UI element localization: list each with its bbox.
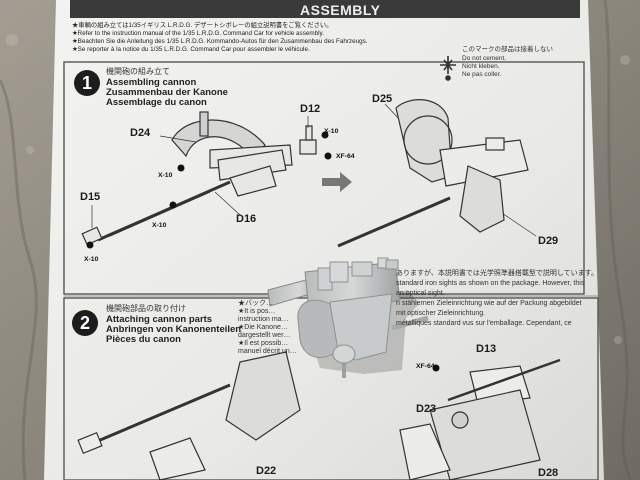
part-label-d29: D29 [538, 235, 559, 247]
part-label-d22: D22 [256, 465, 277, 477]
part-label-d15: D15 [80, 191, 101, 203]
intro-note-2: ★Refer to the instruction manual of the … [72, 30, 324, 37]
step2-number-badge: 2 [72, 310, 98, 336]
step2-right-note-5: mit optischer Zieleinrichtung. [396, 310, 486, 317]
step2-right-diagram [399, 358, 561, 480]
step2-right-note-1: ありますが、本説明書では光学照準器搭載型で説明しています。 [396, 270, 598, 277]
step2-right-note-4: n stählernen Zieleinrichtung wie auf der… [396, 300, 582, 307]
marker-x10-c: X-10 [152, 222, 167, 229]
step2-title-de: Anbringen von Kanonenteilen [106, 324, 242, 335]
plastic-cannon-part [267, 257, 429, 378]
step2-note-7: manuel décrit un… [238, 348, 297, 355]
step1-assembled-cannon [337, 99, 529, 248]
step1-number-badge: 1 [74, 70, 100, 96]
step2-note-3: instruction ma… [238, 316, 289, 323]
step2-title-en: Attaching cannon parts [106, 314, 213, 325]
part-label-d13: D13 [476, 343, 497, 355]
glue-drop-icon [86, 131, 332, 249]
step2-note-1: ★バック… [238, 300, 273, 307]
no-cement-en: Do not cement. [462, 55, 507, 62]
intro-note-3: ★Beachten Sie die Anleitung des 1/35 L.R… [72, 38, 368, 45]
step2-right-note-3: an optical sight. [396, 290, 445, 297]
part-label-d25: D25 [372, 93, 393, 105]
header-title: ASSEMBLY [300, 2, 381, 18]
step2-note-5: dargestellt wer… [238, 332, 291, 339]
step2-title-jp: 機関砲部品の取り付け [106, 304, 186, 313]
step2-right-note-6: métalliques standard vus sur l'emballage… [396, 320, 572, 327]
step1-title-de: Zusammenbau der Kanone [106, 87, 228, 98]
step1-title-fr: Assemblage du canon [106, 97, 207, 108]
intro-note-4: ★Se reporter à la notice du 1/35 L.R.D.G… [72, 46, 310, 53]
marker-x10-b: X-10 [158, 172, 173, 179]
part-label-d12: D12 [300, 103, 321, 115]
step2-left-diagram [77, 351, 301, 480]
marker-x10-a: X-10 [324, 128, 339, 135]
intro-note-1: ★車輌の組み立ては1/35イギリス L.R.D.G. デザートシボレーの組立説明… [72, 22, 333, 29]
marker-xf64-a: XF-64 [336, 153, 355, 160]
part-label-d28: D28 [538, 467, 559, 479]
no-cement-jp: このマークの部品は接着しない [462, 46, 553, 53]
part-label-d16: D16 [236, 213, 257, 225]
step2-note-2: ★It is pos… [238, 308, 276, 315]
step2-right-note-2: standard iron sights as shown on the pac… [396, 280, 585, 287]
no-cement-mark-icon [440, 56, 456, 81]
header-bar [70, 0, 580, 18]
marker-xf64-b: XF-64 [416, 363, 435, 370]
step1-cannon-diagram [81, 111, 317, 246]
no-cement-fr: Ne pas coller. [462, 71, 502, 78]
step2-title-fr: Pièces du canon [106, 334, 181, 345]
part-label-d23: D23 [416, 403, 437, 415]
part-label-d24: D24 [130, 127, 151, 139]
marker-x10-d: X-10 [84, 256, 99, 263]
step1-title-jp: 機関砲の組み立て [106, 67, 170, 76]
step1-title-en: Assembling cannon [106, 77, 197, 88]
step2-note-6: ★Il est possib… [238, 340, 289, 347]
no-cement-de: Nicht kleben. [462, 63, 500, 70]
arrow-right-icon [322, 172, 352, 192]
instruction-sheet [44, 0, 604, 480]
step2-note-4: ★Die Kanone… [238, 324, 288, 331]
